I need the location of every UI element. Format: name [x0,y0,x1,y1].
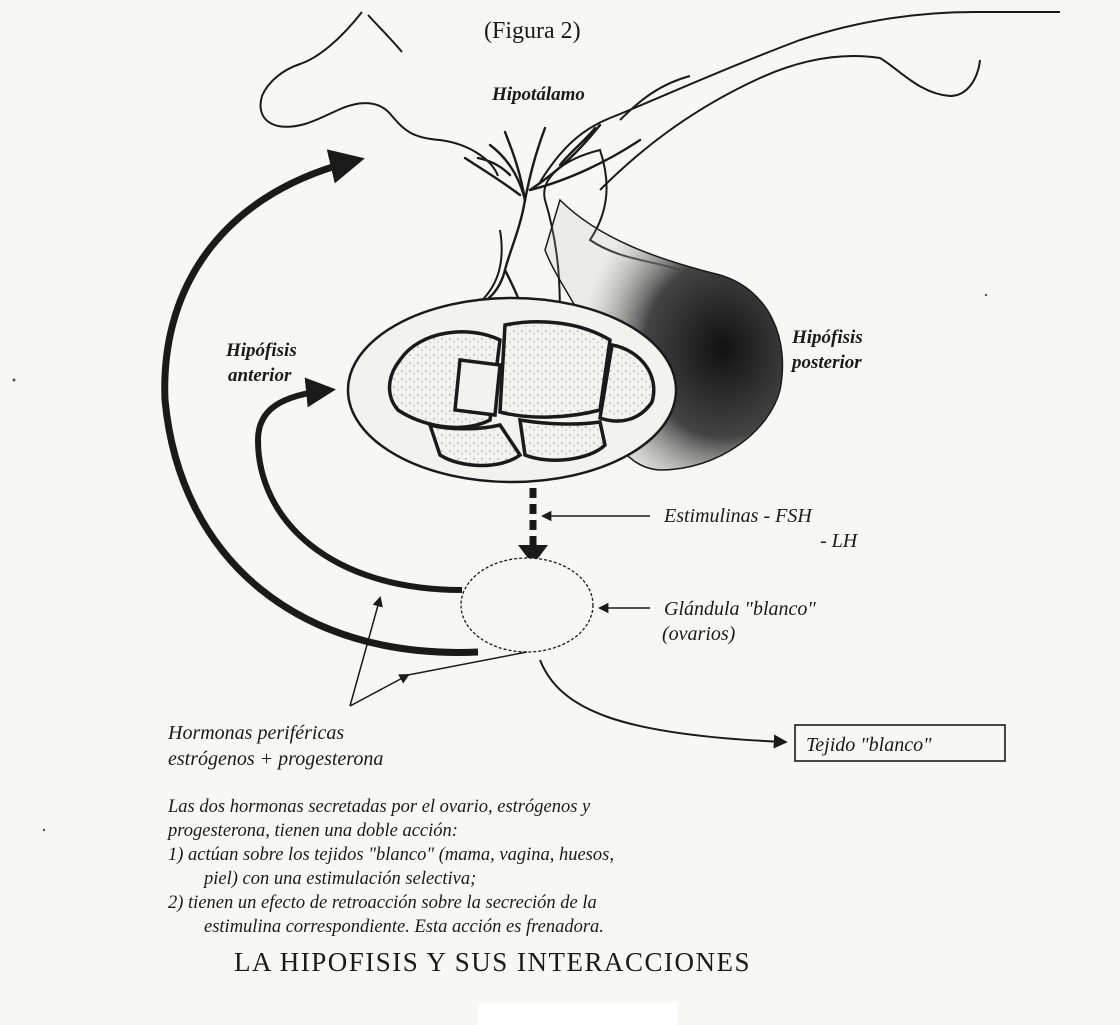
label-anterior-line1: Hipófisis [225,340,297,361]
caption-line-6: estimulina correspondiente. Esta acción … [168,915,988,939]
label-hypothalamus: Hipotálamo [491,84,585,105]
caption-line-2: progesterona, tienen una doble acción: [168,819,988,843]
label-target-gland-line1: Glándula "blanco" [664,598,816,620]
label-target-gland-line2: (ovarios) [662,623,736,645]
page-title: LA HIPOFISIS Y SUS INTERACCIONES [234,947,751,978]
figure-label: (Figura 2) [484,18,581,44]
label-posterior-line1: Hipófisis [791,327,863,348]
caption-line-3: 1) actúan sobre los tejidos "blanco" (ma… [168,843,988,867]
label-peripheral-line2: estrógenos + progesterona [168,748,383,770]
caption: Las dos hormonas secretadas por el ovari… [168,795,988,939]
target-gland [461,558,593,652]
scan-margin [478,1002,678,1025]
caption-line-1: Las dos hormonas secretadas por el ovari… [168,795,988,819]
target-tissue-arrow [540,660,785,742]
label-stimulins-line2: - LH [820,530,859,552]
brain-outline [261,12,1060,190]
label-peripheral-line1: Hormonas periféricas [167,722,344,744]
caption-line-4: piel) con una estimulación selectiva; [168,867,988,891]
label-stimulins-line1: Estimulinas - FSH [663,505,813,527]
label-anterior-line2: anterior [228,365,292,386]
label-posterior-line2: posterior [790,352,862,373]
caption-line-5: 2) tienen un efecto de retroacción sobre… [168,891,988,915]
label-target-tissue: Tejido "blanco" [806,734,932,756]
